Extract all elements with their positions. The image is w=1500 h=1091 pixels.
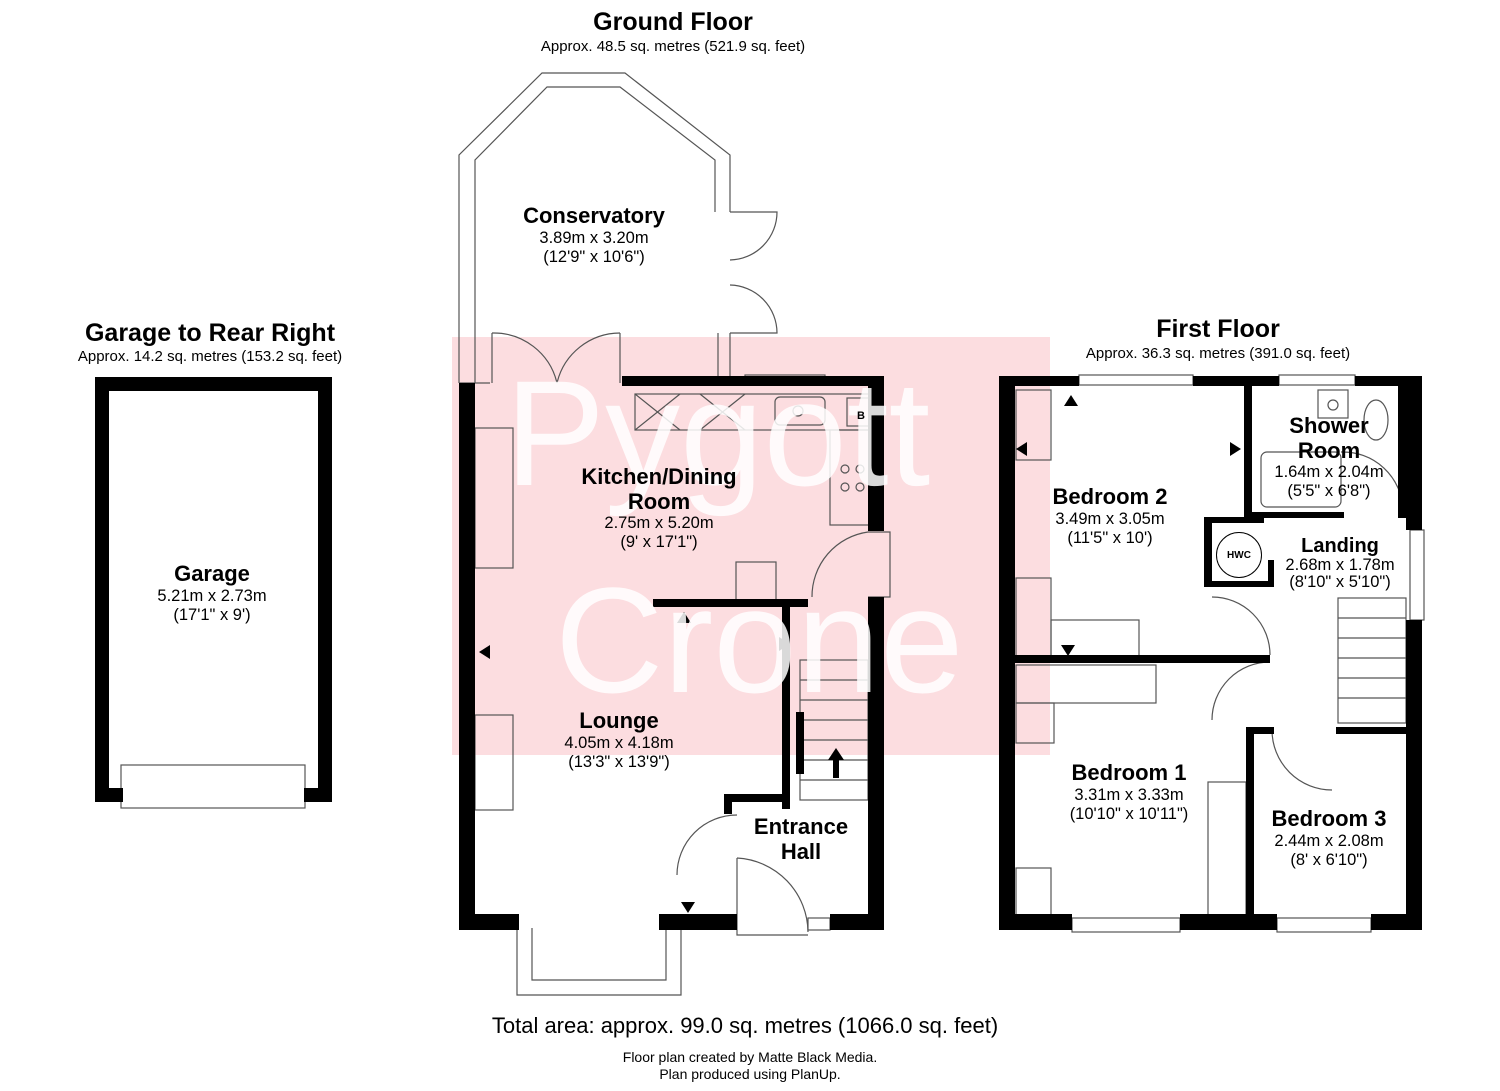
garage-name: Garage: [174, 561, 250, 586]
garage-area: Approx. 14.2 sq. metres (153.2 sq. feet): [77, 348, 343, 365]
lounge-name: Lounge: [579, 708, 659, 733]
landing-imperial: (8'10" x 5'10"): [1289, 573, 1391, 591]
shower-room-metric: 1.64m x 2.04m: [1274, 463, 1384, 481]
watermark-text-line1: Pygott: [505, 349, 931, 517]
conservatory-metric: 3.89m x 3.20m: [539, 229, 649, 247]
conservatory-door-top: [729, 211, 778, 261]
bedroom3-name: Bedroom 3: [1271, 806, 1387, 831]
bedroom1-metric: 3.31m x 3.33m: [1074, 786, 1184, 804]
bedroom2-name: Bedroom 2: [1052, 484, 1168, 509]
shower-room-name-line1: Shower: [1289, 413, 1369, 438]
ground-floor-title: Ground Floor: [593, 8, 753, 36]
lounge-imperial: (13'3" x 13'9"): [568, 753, 670, 771]
bedroom3-metric: 2.44m x 2.08m: [1274, 832, 1384, 850]
first-floor-title: First Floor: [1156, 315, 1280, 343]
bedroom3-imperial: (8' x 6'10"): [1290, 851, 1368, 869]
bedroom1-name: Bedroom 1: [1071, 760, 1187, 785]
garage-metric: 5.21m x 2.73m: [157, 587, 267, 605]
bedroom1-imperial: (10'10" x 10'11"): [1069, 805, 1189, 823]
shower-room-imperial: (5'5" x 6'8"): [1287, 482, 1371, 500]
landing-metric: 2.68m x 1.78m: [1285, 556, 1395, 574]
kitchen-sink: [774, 396, 826, 426]
kitchen-name-line1: Kitchen/Dining: [581, 464, 737, 489]
conservatory-door-bottom: [729, 284, 778, 334]
garage-title: Garage to Rear Right: [84, 319, 336, 347]
garage-door: [120, 764, 306, 809]
garage-imperial: (17'1" x 9'): [173, 606, 251, 624]
kitchen-imperial: (9' x 17'1"): [620, 533, 698, 551]
conservatory-window-inner: [474, 86, 716, 383]
entrance-hall-name-line1: Entrance: [753, 814, 849, 839]
boiler-label: B: [857, 410, 865, 422]
hot-water-cylinder: HWC: [1216, 532, 1262, 578]
lounge-metric: 4.05m x 4.18m: [564, 734, 674, 752]
watermark-block: [452, 337, 1050, 755]
total-area: Total area: approx. 99.0 sq. metres (106…: [491, 1013, 999, 1038]
conservatory-name: Conservatory: [523, 203, 665, 228]
entrance-hall-name-line2: Hall: [780, 839, 822, 864]
watermark-text-line2: Crone: [555, 556, 964, 724]
credit-line2: Plan produced using PlanUp.: [659, 1066, 841, 1082]
bedroom2-metric: 3.49m x 3.05m: [1055, 510, 1165, 528]
kitchen-metric: 2.75m x 5.20m: [604, 514, 714, 532]
first-floor-area: Approx. 36.3 sq. metres (391.0 sq. feet): [1085, 345, 1351, 362]
bedroom2-imperial: (11'5" x 10'): [1067, 529, 1153, 547]
ground-floor-area: Approx. 48.5 sq. metres (521.9 sq. feet): [540, 38, 806, 55]
kitchen-name-line2: Room: [627, 489, 691, 514]
shower-room-name-line2: Room: [1297, 438, 1361, 463]
landing-name: Landing: [1301, 535, 1379, 557]
credit-line1: Floor plan created by Matte Black Media.: [622, 1049, 878, 1065]
conservatory-imperial: (12'9" x 10'6"): [543, 248, 645, 266]
conservatory-window-outer: [458, 72, 731, 383]
